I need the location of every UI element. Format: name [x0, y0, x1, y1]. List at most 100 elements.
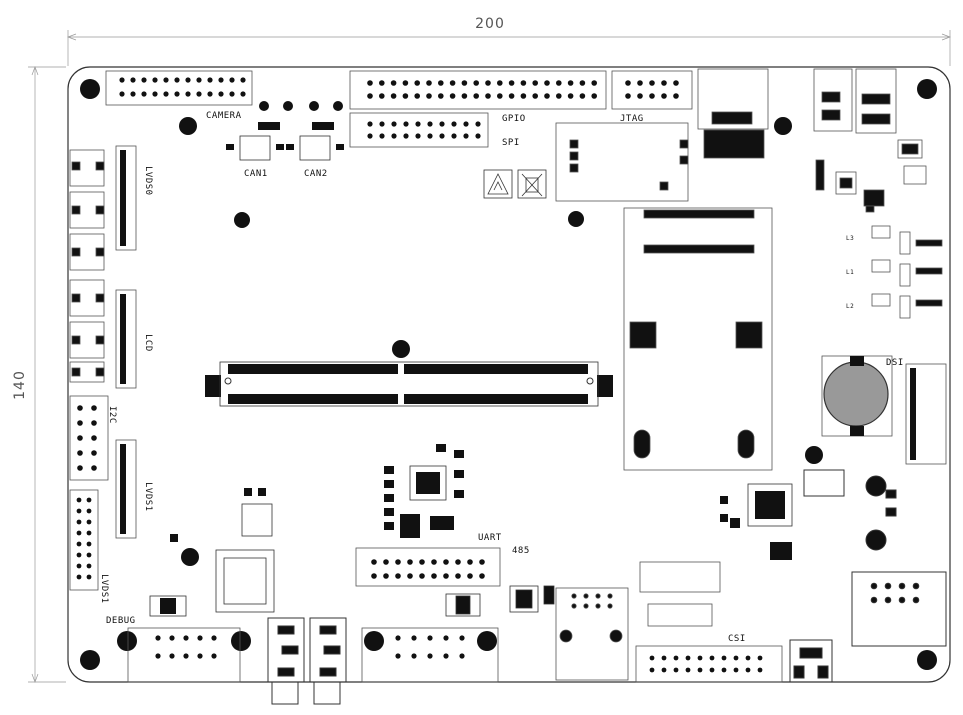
inductor-l3-label: L3 [846, 235, 854, 242]
rj45-pins-pin [912, 582, 920, 590]
spi-pins-pin [475, 133, 481, 139]
gpio-pins-pin [473, 80, 480, 86]
gpio-pins-pin [591, 80, 597, 86]
lvds1b-pins-pin [86, 508, 92, 514]
gpio-pins-pin [367, 80, 373, 86]
i2c-pins-pin [77, 465, 83, 471]
cam-pins-pin [240, 77, 246, 83]
jtag-pins-pin [637, 80, 643, 86]
dsi-connector [905, 363, 947, 465]
lvds1b-pins-pin [76, 530, 82, 536]
csi-pins-pin [673, 667, 679, 673]
cam-pins-pin [218, 91, 224, 97]
gpio-pins-pin [567, 80, 574, 86]
lvds1b-pins-pin [76, 574, 82, 580]
spi-pins-pin [367, 133, 373, 139]
rj45-port [851, 475, 947, 647]
uart-pins-pin [371, 559, 377, 565]
db9b-pins-pin [427, 635, 433, 641]
cam-pins-pin [229, 91, 235, 97]
gpio-pins-pin [532, 93, 538, 99]
jtag-pins-pin [661, 93, 667, 99]
spi-pins-pin [379, 133, 385, 139]
cam-pins-pin [152, 77, 158, 83]
lvds1-connector-top [115, 439, 137, 539]
cam-pins-pin [152, 91, 158, 97]
uart-pins-pin [395, 559, 401, 565]
cam-pins-pin [218, 77, 224, 83]
lvds1b-pins-pin [86, 519, 92, 525]
som-connector [205, 361, 613, 407]
dimension-lines [28, 30, 951, 683]
usb-pins-pin [595, 593, 601, 599]
spi-pins-pin [439, 133, 445, 139]
uart-pins-pin [383, 559, 389, 565]
jtag-connector [611, 70, 693, 110]
csi-pins-pin [661, 667, 667, 673]
cam-pins-pin [163, 77, 169, 83]
cam-pins-pin [141, 91, 147, 97]
jtag-pins-pin [649, 93, 655, 99]
rtc-battery-holder [821, 355, 893, 437]
spi-pins-pin [403, 121, 409, 127]
uart-pins-pin [419, 573, 425, 579]
gpio-pins-pin [591, 93, 597, 99]
lvds1b-pins-pin [76, 497, 82, 503]
can1-label: CAN1 [244, 169, 268, 179]
audio-jack-left [267, 617, 305, 705]
cam-pins-pin [207, 77, 213, 83]
usb-pins-pin [595, 603, 601, 609]
i2c-pins-pin [77, 435, 83, 441]
csi-pins-pin [745, 655, 751, 661]
csi-pins-pin [757, 655, 763, 661]
inductor-l1-label: L1 [846, 269, 854, 276]
db9a-pins-pin [169, 635, 175, 641]
cam-pins-pin [130, 77, 136, 83]
lvds1-label-bottom: LVDS1 [99, 574, 109, 604]
db9b-pins-pin [395, 635, 401, 641]
lvds1b-pins-pin [86, 552, 92, 558]
cam-pins-pin [240, 91, 246, 97]
uart-pins-pin [371, 573, 377, 579]
rj45-pins-pin [870, 582, 878, 590]
cam-pins-pin [196, 77, 202, 83]
uart-pins-pin [383, 573, 389, 579]
spi-pins-pin [391, 121, 397, 127]
usb-pins-pin [583, 603, 589, 609]
gpio-pins-pin [508, 93, 515, 99]
camera-connector [105, 70, 253, 106]
right-component-area [815, 139, 943, 319]
gpio-pins-pin [438, 80, 444, 86]
gpio-pins-pin [473, 93, 480, 99]
csi-label: CSI [728, 634, 746, 644]
spi-pins-pin [427, 121, 433, 127]
db9a-pins-pin [197, 653, 203, 659]
db9b-pins-pin [459, 635, 465, 641]
gpio-pins-pin [497, 80, 503, 86]
audio-codec-chip [215, 488, 275, 613]
lvds1b-pins-pin [86, 497, 92, 503]
cam-pins-pin [130, 91, 136, 97]
csi-pins-pin [709, 655, 715, 661]
db9a-pins-pin [197, 635, 203, 641]
mpcie-slot [623, 207, 773, 471]
db9a-pins-pin [211, 635, 217, 641]
db9a-pins-pin [169, 653, 175, 659]
csi-pins-pin [721, 655, 727, 661]
lvds1b-pins-pin [86, 563, 92, 569]
cam-pins-pin [174, 77, 180, 83]
jtag-pins-pin [625, 80, 631, 86]
gpio-pins-pin [414, 80, 421, 86]
top-right-connector [697, 68, 897, 159]
db9a-pins-pin [155, 653, 161, 659]
spi-label: SPI [502, 138, 520, 148]
csi-pins-pin [757, 667, 763, 673]
uart-pins-pin [431, 559, 437, 565]
lvds1b-pins-pin [76, 552, 82, 558]
db9a-pins-pin [183, 635, 189, 641]
gpio-pins-pin [556, 93, 562, 99]
spi-pins-pin [451, 121, 457, 127]
debug-db9-connector [127, 627, 241, 683]
db9b-pins-pin [411, 635, 417, 641]
center-small-parts [384, 444, 845, 560]
